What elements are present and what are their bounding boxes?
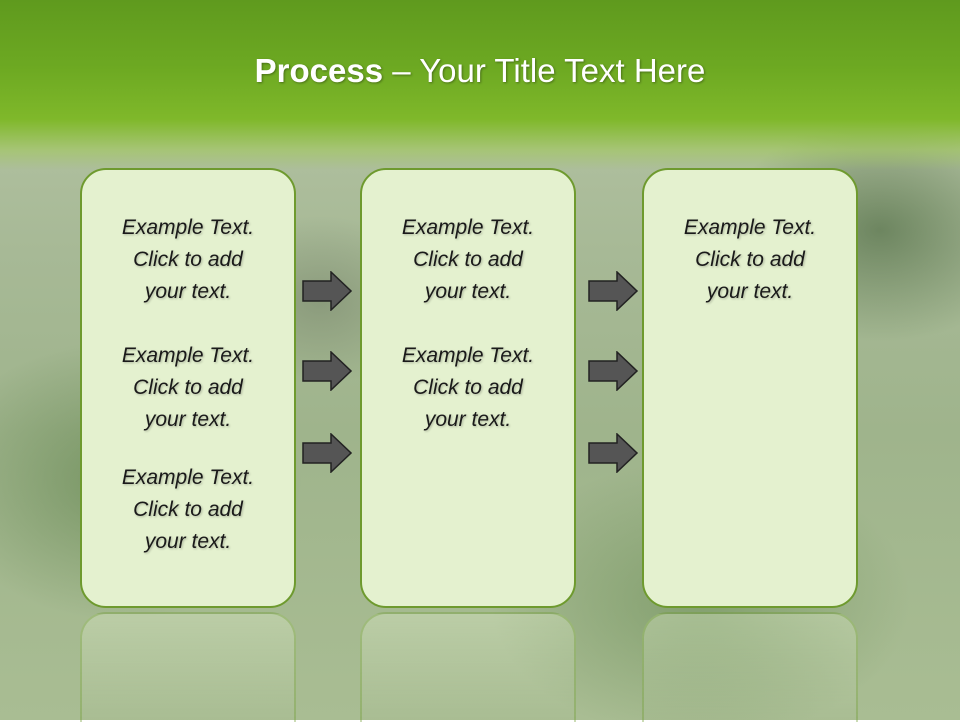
right-arrow-icon bbox=[302, 271, 352, 311]
right-arrow-icon bbox=[588, 433, 638, 473]
right-arrow-icon bbox=[302, 433, 352, 473]
box-1-text-1[interactable]: Example Text. Click to add your text. bbox=[121, 216, 255, 303]
right-arrow-icon bbox=[302, 351, 352, 391]
box-1-reflection bbox=[80, 612, 296, 722]
box-1-text-2[interactable]: Example Text. Click to add your text. bbox=[121, 344, 255, 431]
title-bold: Process bbox=[254, 52, 384, 89]
title-rest: – Your Title Text Here bbox=[383, 52, 706, 89]
title-banner bbox=[0, 0, 960, 170]
box-3-text-1[interactable]: Example Text. Click to add your text. bbox=[683, 216, 817, 303]
process-box-2[interactable]: Example Text. Click to add your text. Ex… bbox=[360, 168, 576, 608]
box-1-text-3[interactable]: Example Text. Click to add your text. bbox=[121, 466, 255, 553]
process-box-1[interactable]: Example Text. Click to add your text. Ex… bbox=[80, 168, 296, 608]
process-box-3[interactable]: Example Text. Click to add your text. bbox=[642, 168, 858, 608]
right-arrow-icon bbox=[588, 271, 638, 311]
box-3-reflection bbox=[642, 612, 858, 722]
slide-title[interactable]: Process – Your Title Text Here bbox=[0, 52, 960, 90]
box-2-text-2[interactable]: Example Text. Click to add your text. bbox=[401, 344, 535, 431]
box-2-reflection bbox=[360, 612, 576, 722]
box-2-text-1[interactable]: Example Text. Click to add your text. bbox=[401, 216, 535, 303]
right-arrow-icon bbox=[588, 351, 638, 391]
